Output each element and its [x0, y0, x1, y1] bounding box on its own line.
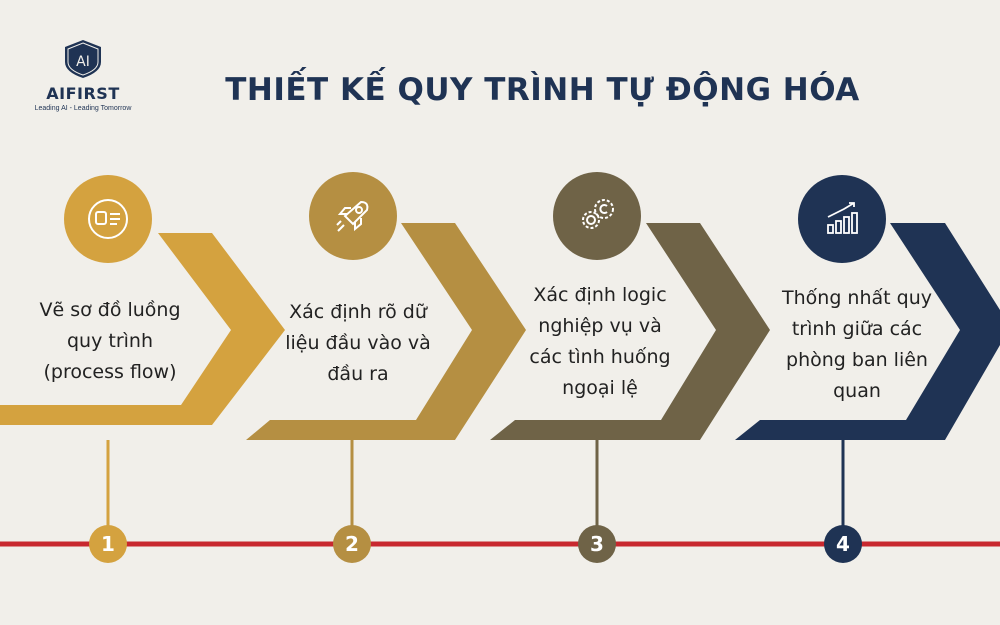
- shield-logo-icon: AI: [65, 40, 101, 78]
- step-2-number-badge: 2: [333, 525, 371, 563]
- step-3-line: các tình huống: [529, 346, 671, 368]
- brand-logo: AI AIFIRST Leading AI - Leading Tomorrow: [28, 38, 138, 112]
- step-4-number-badge: 4: [824, 525, 862, 563]
- logo-tagline: Leading AI - Leading Tomorrow: [34, 105, 132, 112]
- flowchart-icon: [88, 199, 128, 239]
- step-3-chevron: [490, 223, 770, 528]
- step-1-line: Vẽ sơ đồ luồng: [39, 299, 181, 321]
- step-3-number-badge: 3: [578, 525, 616, 563]
- logo-name: AIFIRST: [46, 84, 120, 103]
- step-3-line: nghiệp vụ và: [538, 315, 662, 337]
- step-1-chevron: [0, 233, 285, 528]
- step-4-line: phòng ban liên: [786, 349, 928, 371]
- page-title: THIẾT KẾ QUY TRÌNH TỰ ĐỘNG HÓA: [225, 72, 860, 108]
- growth-chart-icon: [827, 202, 858, 234]
- step-3-icon-circle: [553, 172, 641, 260]
- step-4-line: quan: [833, 380, 881, 402]
- step-1-icon-circle: [64, 175, 152, 263]
- step-2-text: Xác định rõ dữ liệu đầu vào và đầu ra: [258, 297, 458, 390]
- step-1-line: quy trình: [66, 330, 153, 352]
- step-2-chevron: [246, 223, 526, 528]
- logo-mark: AI: [76, 54, 90, 70]
- gears-icon: [582, 199, 614, 229]
- step-4-line: Thống nhất quy: [782, 287, 932, 309]
- step-1-number-badge: 1: [89, 525, 127, 563]
- step-1-line: (process flow): [43, 361, 177, 383]
- rocket-icon: [336, 200, 369, 232]
- step-2-line: đầu ra: [327, 363, 389, 385]
- step-3-text: Xác định logic nghiệp vụ và các tình huố…: [500, 280, 700, 404]
- step-2-icon-circle: [309, 172, 397, 260]
- step-4-icon-circle: [798, 175, 886, 263]
- step-4-text: Thống nhất quy trình giữa các phòng ban …: [757, 283, 957, 407]
- step-1-text: Vẽ sơ đồ luồng quy trình (process flow): [10, 295, 210, 388]
- step-3-line: Xác định logic: [533, 284, 667, 306]
- step-2-line: liệu đầu vào và: [285, 332, 431, 354]
- step-4-chevron: [735, 223, 1000, 528]
- step-2-line: Xác định rõ dữ: [289, 301, 427, 323]
- step-3-line: ngoại lệ: [562, 377, 638, 399]
- step-4-line: trình giữa các: [791, 318, 923, 340]
